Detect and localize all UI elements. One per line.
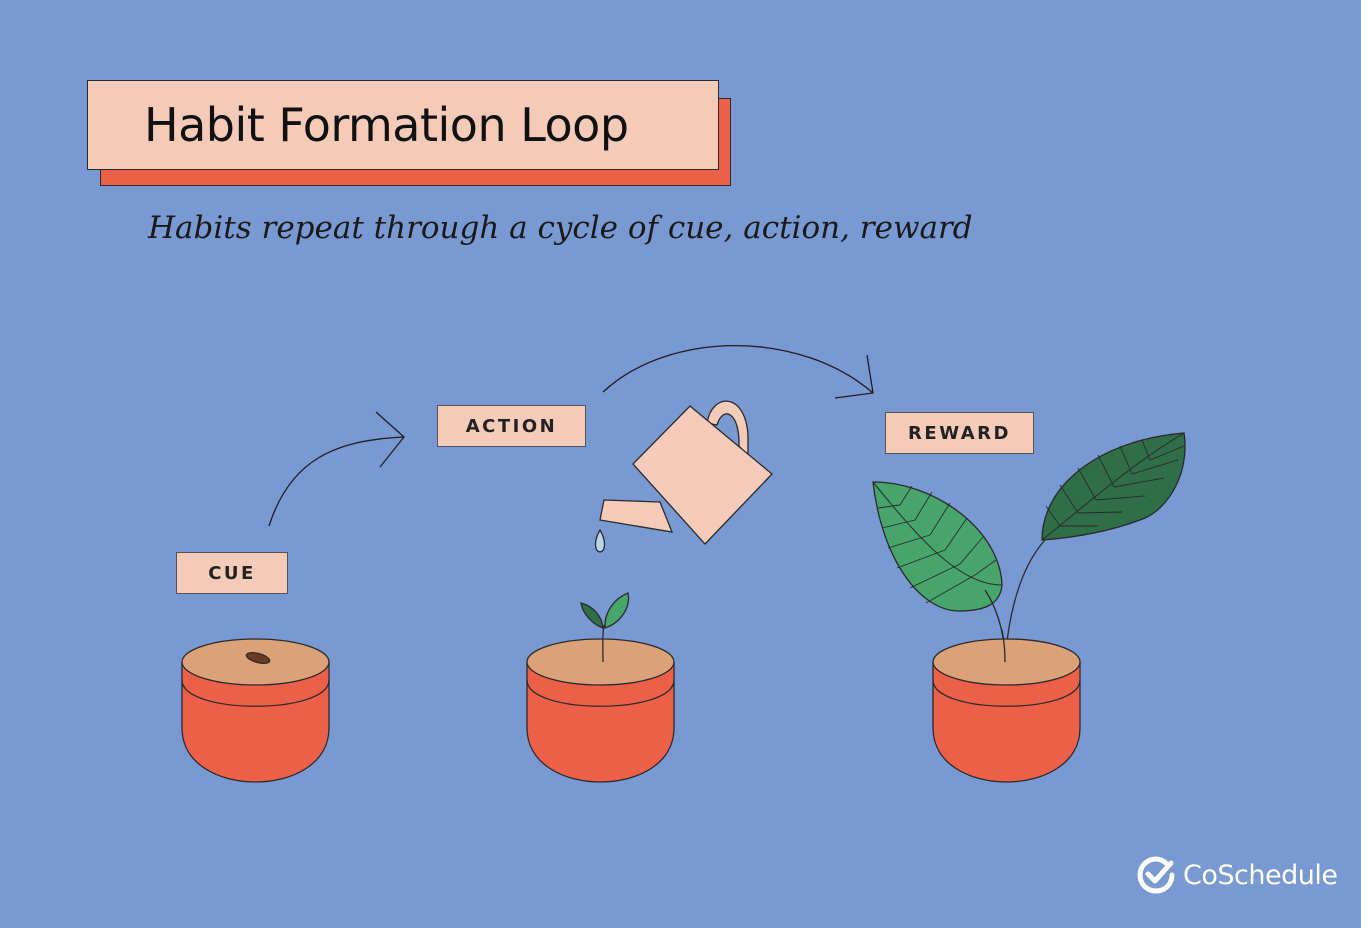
page-title: Habit Formation Loop <box>144 98 629 152</box>
check-logo-icon <box>1137 856 1175 894</box>
action-label: ACTION <box>437 405 586 447</box>
sprout-leaf-left <box>580 602 604 629</box>
seed-icon <box>245 652 271 664</box>
brand-name: CoSchedule <box>1183 859 1338 891</box>
pot-with-plant <box>872 432 1186 783</box>
pot-with-seed <box>181 638 330 783</box>
title-banner: Habit Formation Loop <box>87 80 733 190</box>
subtitle: Habits repeat through a cycle of cue, ac… <box>148 210 973 246</box>
watering-can-icon <box>594 400 773 553</box>
pot-with-sprout <box>526 592 675 783</box>
sprout-leaf-right <box>604 592 630 629</box>
coschedule-logo: CoSchedule <box>1137 855 1338 895</box>
leaf-large-left <box>872 481 1003 612</box>
cue-label: CUE <box>176 552 288 594</box>
title-box: Habit Formation Loop <box>87 80 719 170</box>
arrow-cue-to-action <box>268 411 405 527</box>
arrow-action-to-reward <box>602 344 874 399</box>
water-drop-icon <box>594 528 606 553</box>
reward-label: REWARD <box>885 412 1034 454</box>
